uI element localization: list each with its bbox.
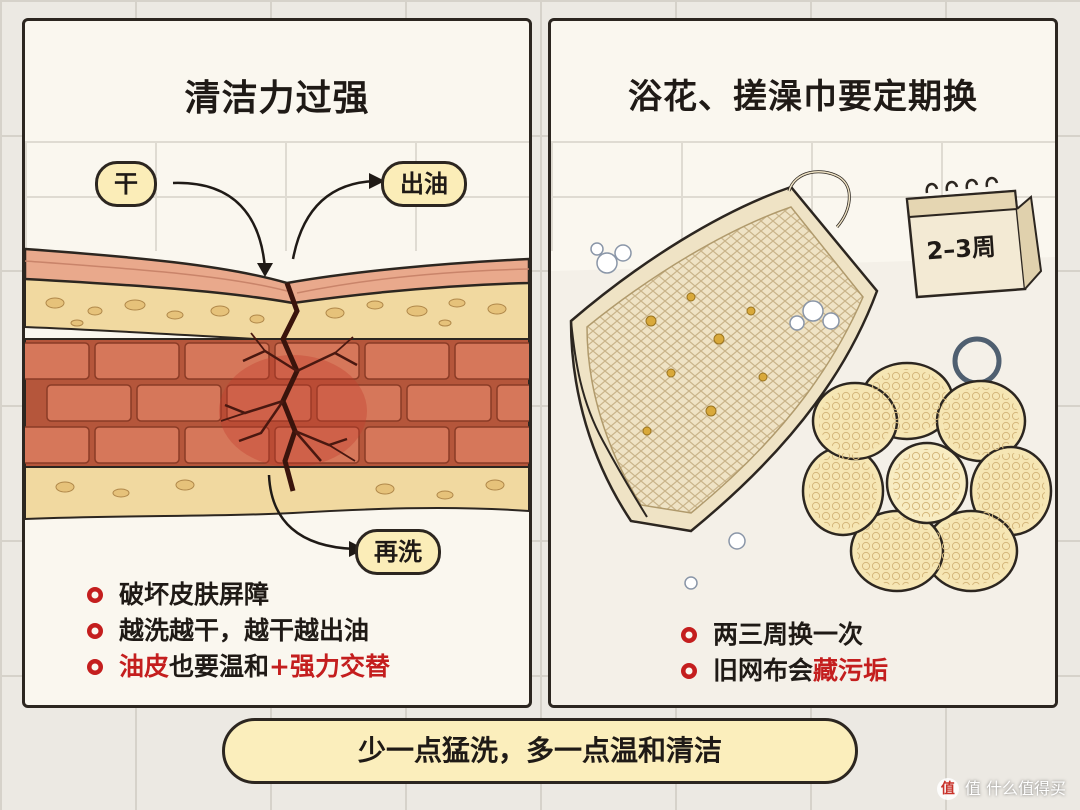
calendar-icon	[905, 176, 1043, 299]
right-panel: 浴花、搓澡巾要定期换	[548, 18, 1058, 708]
left-panel: 清洁力过强	[22, 18, 532, 708]
label-wash-again: 再洗	[355, 529, 441, 575]
bullet-item: 油皮也要温和+强力交替	[85, 649, 390, 685]
right-bullet-list: 两三周换一次 旧网布会藏污垢	[679, 617, 888, 689]
label-dry: 干	[95, 161, 157, 207]
bullet-item: 破坏皮肤屏障	[85, 577, 390, 613]
bullet-text: 破坏皮肤屏障	[119, 580, 270, 609]
bullet-item: 越洗越干，越干越出油	[85, 613, 390, 649]
watermark-text: 值 什么值得买	[964, 778, 1066, 798]
label-oil: 出油	[381, 161, 467, 207]
watermark: 值值 什么值得买	[936, 775, 1066, 800]
location-pin-icon	[681, 663, 697, 679]
bullet-highlight: 藏污垢	[813, 656, 889, 685]
bath-puff-icon	[801, 336, 1053, 593]
bullet-text: 越洗越干，越干越出油	[119, 616, 370, 645]
skin-cross-section-illustration	[25, 173, 529, 557]
left-panel-title: 清洁力过强	[184, 78, 370, 119]
bullet-highlight: +强力交替	[269, 652, 390, 681]
bullet-text: 两三周换一次	[713, 620, 864, 649]
location-pin-icon	[87, 623, 103, 639]
right-panel-title: 浴花、搓澡巾要定期换	[628, 77, 978, 117]
watermark-logo-icon: 值	[936, 778, 959, 800]
calendar-label: 2–3周	[925, 232, 997, 266]
location-pin-icon	[87, 587, 103, 603]
bullet-text: 也要温和	[169, 652, 270, 681]
bullet-item: 两三周换一次	[679, 617, 888, 653]
left-bullet-list: 破坏皮肤屏障 越洗越干，越干越出油 油皮也要温和+强力交替	[85, 577, 390, 685]
bullet-highlight: 油皮	[119, 652, 170, 681]
summary-banner: 少一点猛洗，多一点温和清洁	[222, 718, 858, 784]
location-pin-icon	[681, 627, 697, 643]
bullet-item: 旧网布会藏污垢	[679, 653, 888, 689]
loofah-illustration	[551, 170, 1055, 705]
bullet-text: 旧网布会	[713, 656, 814, 685]
location-pin-icon	[87, 659, 103, 675]
